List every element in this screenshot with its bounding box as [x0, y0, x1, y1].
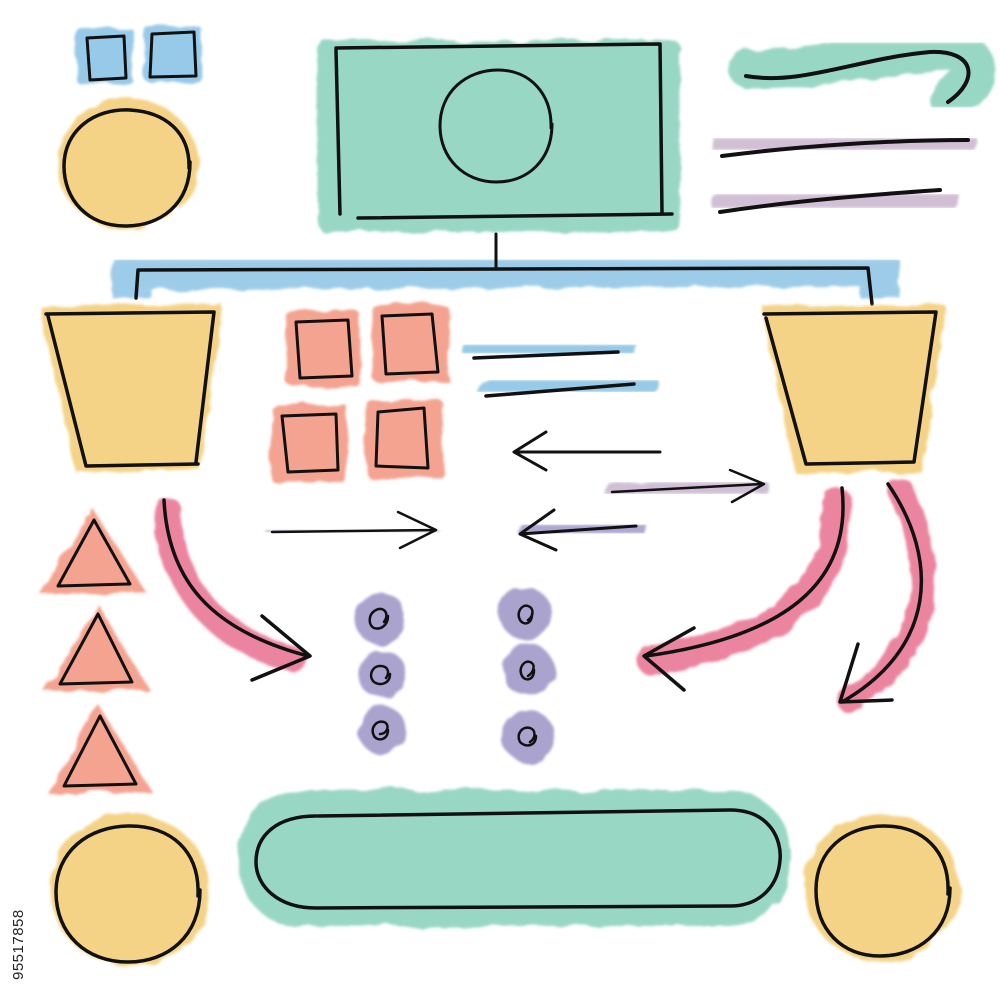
pink-arrow-right-middle	[263, 510, 441, 550]
pink-curved-arrow-left	[155, 497, 312, 682]
blue-line-bottom	[475, 371, 657, 401]
salmon-square-4	[366, 400, 444, 478]
purple-dot-left-2	[358, 650, 406, 698]
salmon-square-1	[286, 310, 360, 386]
purple-dot-left-1	[354, 592, 406, 644]
purple-dot-right-2	[502, 644, 554, 696]
small-blue-square-left	[76, 28, 134, 84]
purple-dot-left-3	[358, 706, 406, 754]
yellow-circle-bottom-left	[50, 814, 210, 966]
teal-swoosh-line	[728, 31, 995, 118]
salmon-triangle-2	[44, 604, 150, 692]
pink-curved-arrow-right-outer	[837, 477, 936, 713]
yellow-circle-bottom-right	[804, 814, 960, 962]
pink-arrow-right-top	[603, 468, 769, 504]
yellow-circle-top-left	[58, 98, 198, 230]
yellow-trapezoid-left	[40, 304, 222, 472]
salmon-square-2	[372, 304, 448, 382]
stock-id-label: 95517858	[10, 909, 27, 980]
purple-arrow-left-bottom	[517, 508, 647, 552]
yellow-trapezoid-right	[760, 304, 946, 474]
salmon-triangle-3	[48, 704, 152, 794]
salmon-square-3	[270, 404, 348, 482]
purple-dot-right-1	[500, 588, 552, 640]
pink-curved-arrow-right-inner	[636, 486, 851, 692]
mauve-line-bottom	[710, 182, 958, 220]
blue-line-top	[463, 335, 637, 363]
small-blue-square-right	[144, 26, 202, 82]
purple-arrow-left-top	[512, 430, 673, 472]
purple-dot-right-3	[502, 710, 554, 762]
teal-header-box	[318, 40, 680, 232]
mauve-line-top	[712, 124, 978, 164]
teal-pill	[238, 790, 790, 926]
connector-bracket	[112, 232, 900, 306]
salmon-triangle-1	[40, 508, 146, 594]
